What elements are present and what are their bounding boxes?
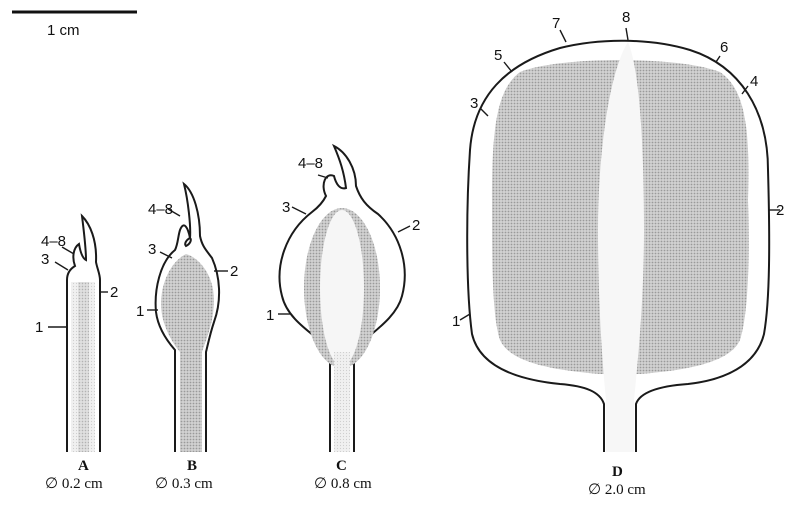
scale-bar-label: 1 cm <box>47 22 80 39</box>
stage-d-letter: D <box>612 464 623 480</box>
stage-d-label-2: 2 <box>776 202 784 219</box>
stage-a: 4–8 3 2 1 A ∅ 0.2 cm <box>35 216 118 492</box>
stage-d-diameter: ∅ 2.0 cm <box>588 482 646 498</box>
stage-b: 4–8 3 2 1 B ∅ 0.3 cm <box>136 184 238 492</box>
stage-a-label-48: 4–8 <box>41 233 66 250</box>
stage-c-label-48: 4–8 <box>298 155 323 172</box>
stage-d-label-3: 3 <box>470 95 478 112</box>
stage-b-letter: B <box>187 458 197 474</box>
stage-a-letter: A <box>78 458 89 474</box>
stage-d-leader-1 <box>460 314 470 320</box>
stage-d-label-8: 8 <box>622 9 630 26</box>
scale-bar: 1 cm <box>12 12 137 39</box>
stage-b-label-48: 4–8 <box>148 201 173 218</box>
stage-c-letter: C <box>336 458 347 474</box>
stage-d-label-1: 1 <box>452 313 460 330</box>
stage-c-stalk <box>334 352 350 452</box>
stage-a-core-center <box>78 282 89 452</box>
stage-d-label-7: 7 <box>552 15 560 32</box>
stage-b-label-1: 1 <box>136 303 144 320</box>
stage-a-leader-3 <box>55 262 68 270</box>
stage-b-label-3: 3 <box>148 241 156 258</box>
stage-c-label-2: 2 <box>412 217 420 234</box>
stage-d: 8 7 6 5 4 3 2 1 D ∅ 2.0 cm <box>452 9 784 498</box>
stage-d-label-5: 5 <box>494 47 502 64</box>
stage-c-diameter: ∅ 0.8 cm <box>314 476 372 492</box>
stage-a-label-2: 2 <box>110 284 118 301</box>
stage-c: 4–8 3 2 1 C ∅ 0.8 cm <box>266 146 420 492</box>
stage-c-label-3: 3 <box>282 199 290 216</box>
stage-c-label-1: 1 <box>266 307 274 324</box>
stage-c-leader-2 <box>398 226 410 232</box>
stage-d-leader-6 <box>716 56 720 62</box>
stage-a-label-1: 1 <box>35 319 43 336</box>
stage-d-leader-7 <box>560 30 566 42</box>
stage-d-label-4: 4 <box>750 73 758 90</box>
stage-a-label-3: 3 <box>41 251 49 268</box>
stage-c-center <box>320 210 364 366</box>
stage-a-diameter: ∅ 0.2 cm <box>45 476 103 492</box>
stage-b-label-2: 2 <box>230 263 238 280</box>
stage-b-diameter: ∅ 0.3 cm <box>155 476 213 492</box>
stage-d-leader-5 <box>504 62 512 72</box>
stage-d-leader-8 <box>626 28 628 40</box>
stage-c-leader-3 <box>292 207 306 214</box>
stage-d-label-6: 6 <box>720 39 728 56</box>
